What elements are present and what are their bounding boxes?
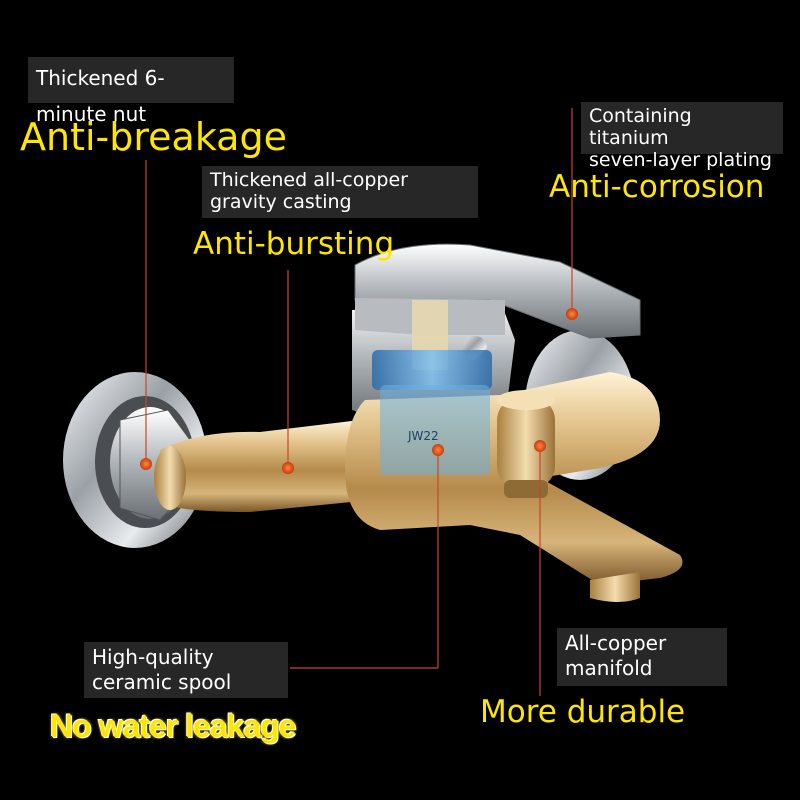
manifold-headline: More durable [480,694,686,730]
plating-headline: Anti-corrosion [549,169,765,205]
cartridge-marking: JW22 [407,429,439,443]
spool-note: High-quality ceramic spool [84,642,288,698]
plating-marker-dot [566,308,578,320]
spool-headline: No water leakage [50,708,296,744]
diverter-knob [497,390,555,498]
casting-note: Thickened all-copper gravity casting [202,166,478,218]
leader-lines [145,108,573,696]
marker-dots [140,308,578,474]
manifold-marker-dot [534,440,546,452]
casting-marker-dot [282,462,294,474]
nut-headline: Anti-breakage [20,115,287,159]
plating-note: Containing titanium seven-layer plating [581,102,783,171]
spool-marker-dot [432,444,444,456]
manifold-note: All-copper manifold [557,628,727,686]
nut-note: Thickened 6-minute nut [28,57,234,126]
nut-marker-dot [140,458,152,470]
ceramic-cartridge: JW22 [372,300,492,475]
casting-headline: Anti-bursting [193,226,395,262]
gold-connector [154,420,372,512]
